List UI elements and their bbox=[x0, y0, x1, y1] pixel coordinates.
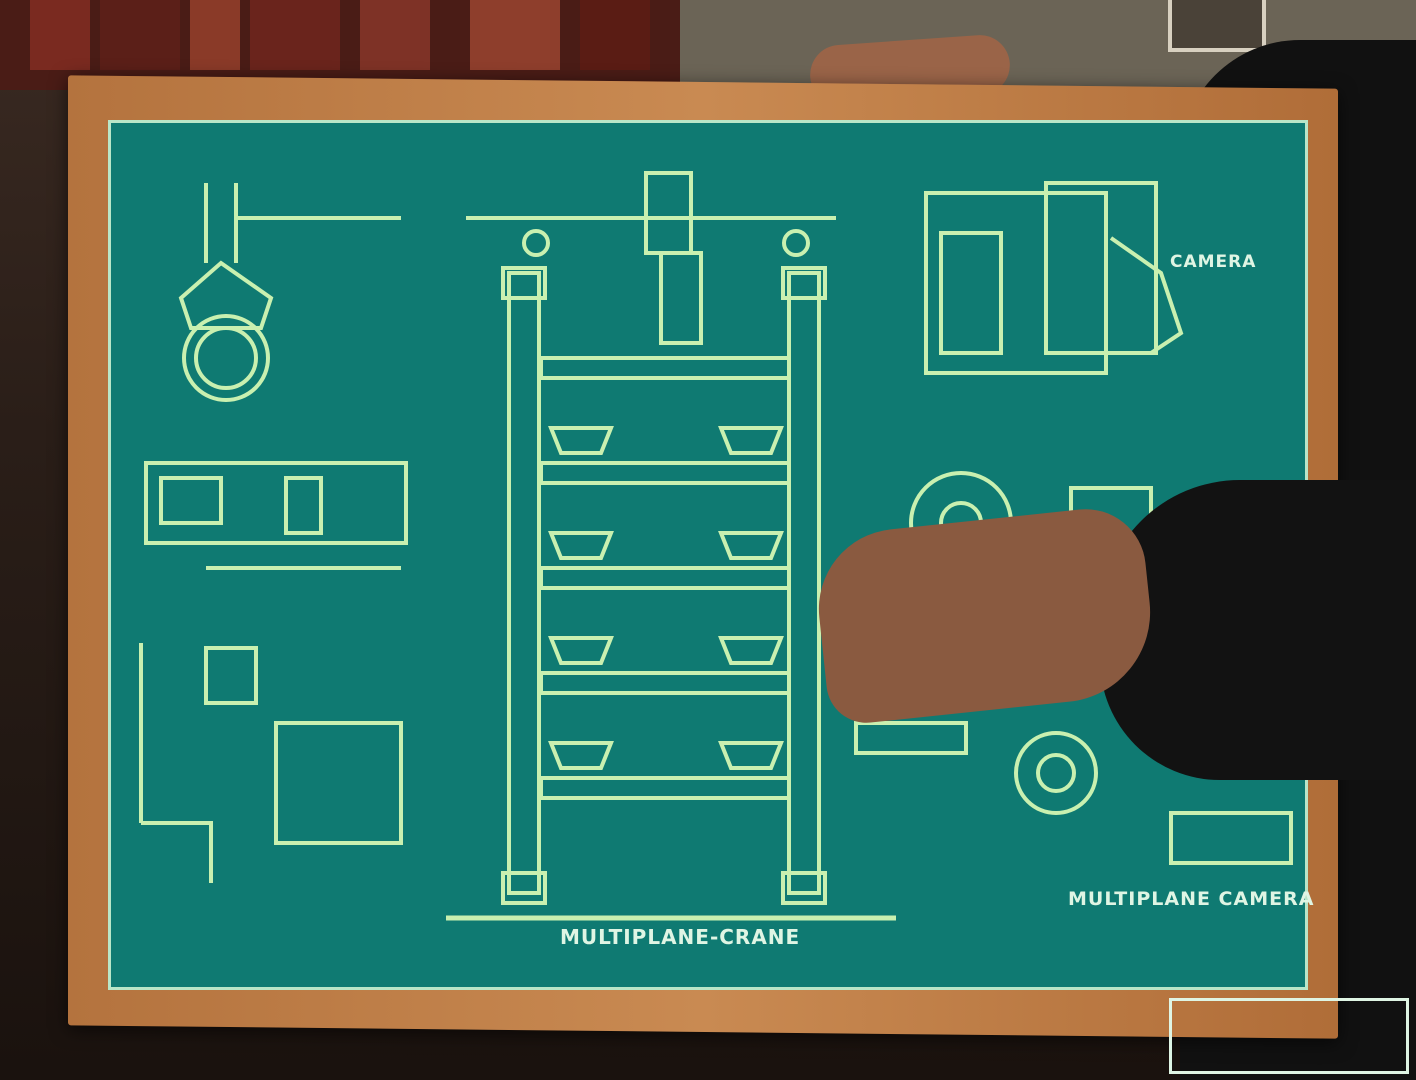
crane-pulley-left bbox=[522, 229, 550, 257]
crane-right-column bbox=[787, 271, 821, 895]
book bbox=[190, 0, 240, 70]
detail-circle bbox=[182, 314, 270, 402]
crane-left-cap bbox=[501, 266, 547, 300]
detail-label-box bbox=[854, 721, 968, 755]
crane-bracket bbox=[548, 426, 614, 455]
crane-plane-3 bbox=[539, 566, 791, 590]
blueprint-drawing bbox=[139, 171, 1293, 921]
detail-circle-inner bbox=[194, 326, 258, 390]
crane-bracket bbox=[718, 636, 784, 665]
book bbox=[580, 0, 650, 70]
book bbox=[100, 0, 180, 70]
detail-light-housing bbox=[274, 721, 403, 845]
crane-bracket bbox=[548, 741, 614, 770]
crane-plane-4 bbox=[539, 671, 791, 695]
detail-sub-box bbox=[284, 476, 323, 535]
crane-plane-1 bbox=[539, 356, 791, 380]
crane-top-mechanism bbox=[644, 171, 693, 255]
detail-reel-2-hub bbox=[1036, 753, 1076, 793]
crane-plane-2 bbox=[539, 461, 791, 485]
detail-line bbox=[139, 643, 213, 883]
book bbox=[360, 0, 430, 70]
camera-title: MULTIPLANE CAMERA bbox=[1068, 888, 1315, 910]
crane-bracket bbox=[718, 426, 784, 455]
crane-bracket bbox=[718, 741, 784, 770]
camera-lens-line bbox=[1109, 236, 1184, 355]
crane-left-foot bbox=[501, 871, 547, 905]
book bbox=[470, 0, 560, 70]
crane-bracket bbox=[548, 636, 614, 665]
crane-right-cap bbox=[781, 266, 827, 300]
detail-light-box bbox=[204, 646, 258, 705]
crane-camera-body bbox=[659, 251, 703, 345]
crane-right-foot bbox=[781, 871, 827, 905]
book bbox=[30, 0, 90, 70]
detail-lines bbox=[204, 183, 401, 263]
title-block bbox=[1169, 998, 1409, 1074]
camera-body-drawing bbox=[924, 191, 1108, 375]
camera-panel bbox=[939, 231, 1003, 355]
crane-left-column bbox=[507, 271, 541, 895]
camera-label: CAMERA bbox=[1170, 252, 1257, 272]
camera-housing bbox=[1044, 181, 1158, 355]
crane-pulley-right bbox=[782, 229, 810, 257]
book bbox=[250, 0, 340, 70]
crane-bracket bbox=[718, 531, 784, 560]
crane-plane-5 bbox=[539, 776, 791, 800]
detail-sub-box bbox=[159, 476, 223, 525]
crane-bracket bbox=[548, 531, 614, 560]
bookshelf bbox=[0, 0, 680, 90]
crane-title: MULTIPLANE-CRANE bbox=[560, 925, 801, 949]
detail-table bbox=[1169, 811, 1293, 865]
detail-housing bbox=[178, 260, 274, 330]
detail-reel-2 bbox=[1014, 731, 1098, 815]
wall-picture-frame bbox=[1168, 0, 1266, 52]
arm-sleeve bbox=[1100, 480, 1416, 780]
detail-box bbox=[144, 461, 408, 545]
